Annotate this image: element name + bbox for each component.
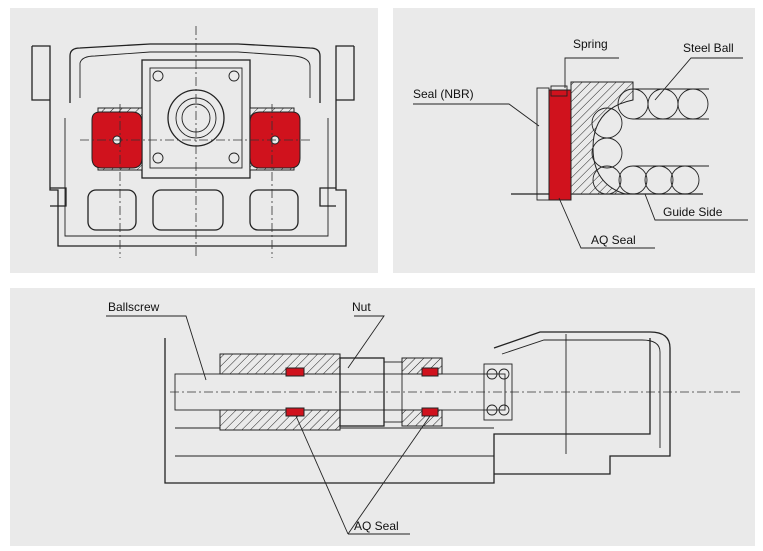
base-rail xyxy=(164,338,651,484)
base-frame xyxy=(49,113,347,247)
spring-label: Spring xyxy=(573,37,608,51)
aq-seal-3 xyxy=(421,367,439,377)
cross-section-drawing xyxy=(31,26,355,258)
steel-ball-label: Steel Ball xyxy=(683,41,734,55)
aq-seal-element xyxy=(548,89,572,201)
aq-seal-label-section: AQ Seal xyxy=(354,519,399,533)
aq-seal-4 xyxy=(421,407,439,417)
ballscrew-label: Ballscrew xyxy=(108,300,160,314)
rail-pocket-center xyxy=(152,189,224,231)
aq-seal-label-detail: AQ Seal xyxy=(591,233,636,247)
cross-section-panel xyxy=(10,8,378,273)
rail-pocket-right xyxy=(249,189,299,231)
ball-housing xyxy=(570,81,634,195)
end-cover xyxy=(493,331,671,475)
nbr-seal-plate xyxy=(536,87,550,201)
aq-seal-2 xyxy=(285,407,305,417)
longitudinal-section-drawing: Ballscrew Nut AQ Seal xyxy=(106,300,740,535)
longitudinal-section-panel: Ballscrew Nut AQ Seal xyxy=(10,288,755,546)
seal-detail-panel: Spring Steel Ball Seal (NBR) Guide Side … xyxy=(393,8,755,273)
seal-nbr-label: Seal (NBR) xyxy=(413,87,474,101)
bearing xyxy=(483,363,513,421)
aq-seal-1 xyxy=(285,367,305,377)
guide-side-label: Guide Side xyxy=(663,205,723,219)
spring xyxy=(550,85,568,97)
nut-label: Nut xyxy=(352,300,371,314)
seal-detail-drawing: Spring Steel Ball Seal (NBR) Guide Side … xyxy=(413,37,748,249)
top-cover xyxy=(69,43,321,103)
rail-pocket-left xyxy=(87,189,137,231)
